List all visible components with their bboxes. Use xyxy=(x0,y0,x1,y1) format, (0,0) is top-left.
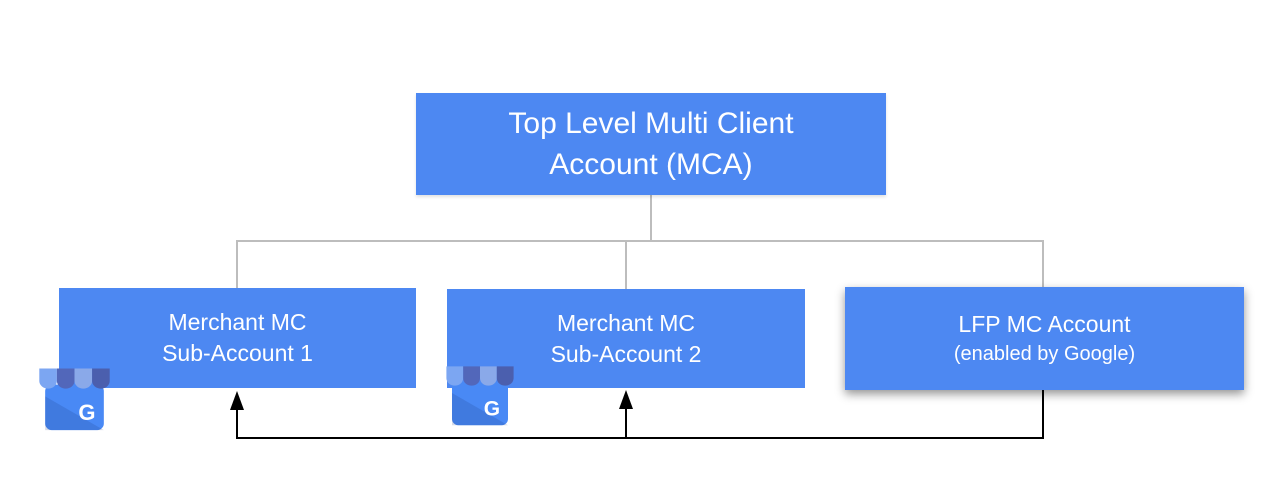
connector-stub-sub3 xyxy=(1042,240,1044,287)
top-box-label-line2: Account (MCA) xyxy=(549,148,753,181)
connector-stub-sub1 xyxy=(236,240,238,288)
merchant-sub-account-1-box: Merchant MC Sub-Account 1 xyxy=(59,288,416,388)
google-my-business-icon: G xyxy=(39,368,110,431)
connector-stub-sub2 xyxy=(625,240,627,289)
connector-horizontal xyxy=(236,240,1044,242)
lfp-mc-account-box: LFP MC Account (enabled by Google) xyxy=(845,287,1244,390)
sub3-label-line2: (enabled by Google) xyxy=(953,343,1136,365)
connector-top-vertical xyxy=(650,195,652,242)
gmb-g-letter: G xyxy=(78,400,95,425)
lfp-feedback-horizontal xyxy=(236,437,1044,439)
lfp-feedback-vertical-right xyxy=(1042,390,1044,439)
sub1-label-line1: Merchant MC xyxy=(168,309,307,335)
top-level-mca-box: Top Level Multi Client Account (MCA) xyxy=(416,93,886,195)
sub3-label-line1: LFP MC Account xyxy=(958,311,1131,337)
arrow-up-into-sub2 xyxy=(619,390,633,409)
sub1-label-line2: Sub-Account 1 xyxy=(162,340,313,366)
sub2-label-line2: Sub-Account 2 xyxy=(550,340,702,367)
google-my-business-icon: G xyxy=(446,366,514,426)
sub2-label-line1: Merchant MC xyxy=(556,309,696,336)
top-box-label-line1: Top Level Multi Client xyxy=(508,107,794,140)
gmb-g-letter: G xyxy=(484,397,500,420)
lfp-feedback-stem-sub1 xyxy=(236,407,238,438)
lfp-feedback-stem-sub2 xyxy=(625,406,627,438)
arrow-up-into-sub1 xyxy=(230,391,244,410)
